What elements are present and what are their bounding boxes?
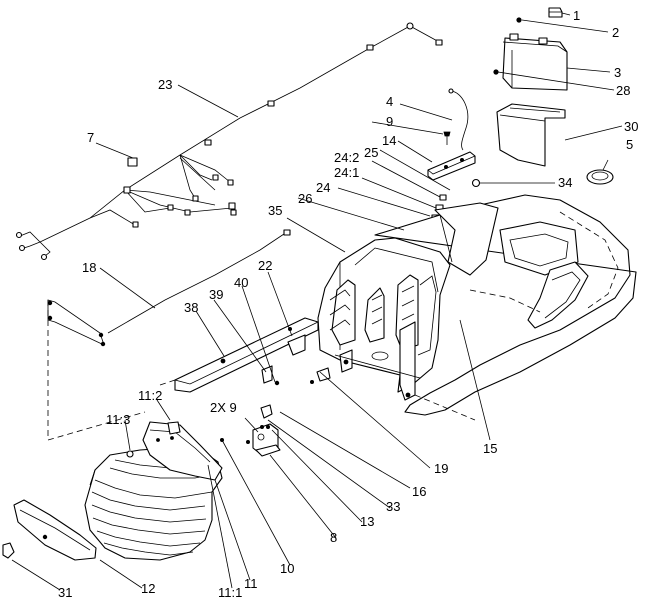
callout-30: 30 xyxy=(624,119,638,134)
callout-11: 11 xyxy=(244,576,258,591)
callout-13: 13 xyxy=(360,514,374,529)
wire-harness-branches xyxy=(15,154,237,261)
callout-7: 7 xyxy=(87,130,94,145)
leader-lines xyxy=(11,12,623,591)
callout-2x9: 2X 9 xyxy=(210,400,237,415)
hood-bracket-dash-outline xyxy=(47,300,176,441)
callout-31: 31 xyxy=(58,585,72,600)
callout-1: 1 xyxy=(573,8,580,23)
callout-8: 8 xyxy=(330,530,337,545)
seat-box-part xyxy=(317,237,476,421)
clip-part xyxy=(219,367,331,444)
callout-11-1: 11:1 xyxy=(218,585,242,600)
fender-deck-part xyxy=(374,194,637,416)
battery-part xyxy=(493,17,568,91)
callout-25: 25 xyxy=(364,145,378,160)
bolt-part xyxy=(443,131,451,145)
callout-labels: 1 2 3 28 30 5 4 9 14 24:2 25 24:1 24 26 … xyxy=(58,8,638,600)
callout-23: 23 xyxy=(158,77,172,92)
solenoid-part xyxy=(252,423,281,457)
round-cap-part xyxy=(586,169,614,185)
callout-5: 5 xyxy=(626,137,633,152)
callout-3: 3 xyxy=(614,65,621,80)
front-bumper-part xyxy=(2,499,97,561)
hood-pivot-bracket-part xyxy=(174,317,319,393)
callout-14: 14 xyxy=(382,133,396,148)
callout-19: 19 xyxy=(434,461,448,476)
callout-24-2: 24:2 xyxy=(334,150,359,165)
wire-harness-main xyxy=(39,22,443,243)
callout-9-top: 9 xyxy=(386,114,393,129)
callout-40: 40 xyxy=(234,275,248,290)
callout-10: 10 xyxy=(280,561,294,576)
battery-cable-part xyxy=(448,88,469,151)
callout-22: 22 xyxy=(258,258,272,273)
callout-33: 33 xyxy=(386,499,400,514)
callout-16: 16 xyxy=(412,484,426,499)
callout-28: 28 xyxy=(616,83,630,98)
battery-cap-part xyxy=(548,7,563,18)
callout-24: 24 xyxy=(316,180,330,195)
callout-24-1: 24:1 xyxy=(334,165,359,180)
callout-35: 35 xyxy=(268,203,282,218)
callout-4: 4 xyxy=(386,94,393,109)
callout-34: 34 xyxy=(558,175,572,190)
callout-12: 12 xyxy=(141,581,155,596)
callout-15: 15 xyxy=(483,441,497,456)
wire-harness-18 xyxy=(47,229,291,347)
battery-tray-part xyxy=(496,103,566,167)
callout-18: 18 xyxy=(82,260,96,275)
callout-39: 39 xyxy=(209,287,223,302)
hood-part xyxy=(84,421,223,561)
callout-26: 26 xyxy=(298,191,312,206)
callout-2: 2 xyxy=(612,25,619,40)
bracket-part xyxy=(427,151,476,181)
callout-11-3: 11:3 xyxy=(106,412,130,427)
callout-11-2: 11:2 xyxy=(138,388,162,403)
callout-38: 38 xyxy=(184,300,198,315)
